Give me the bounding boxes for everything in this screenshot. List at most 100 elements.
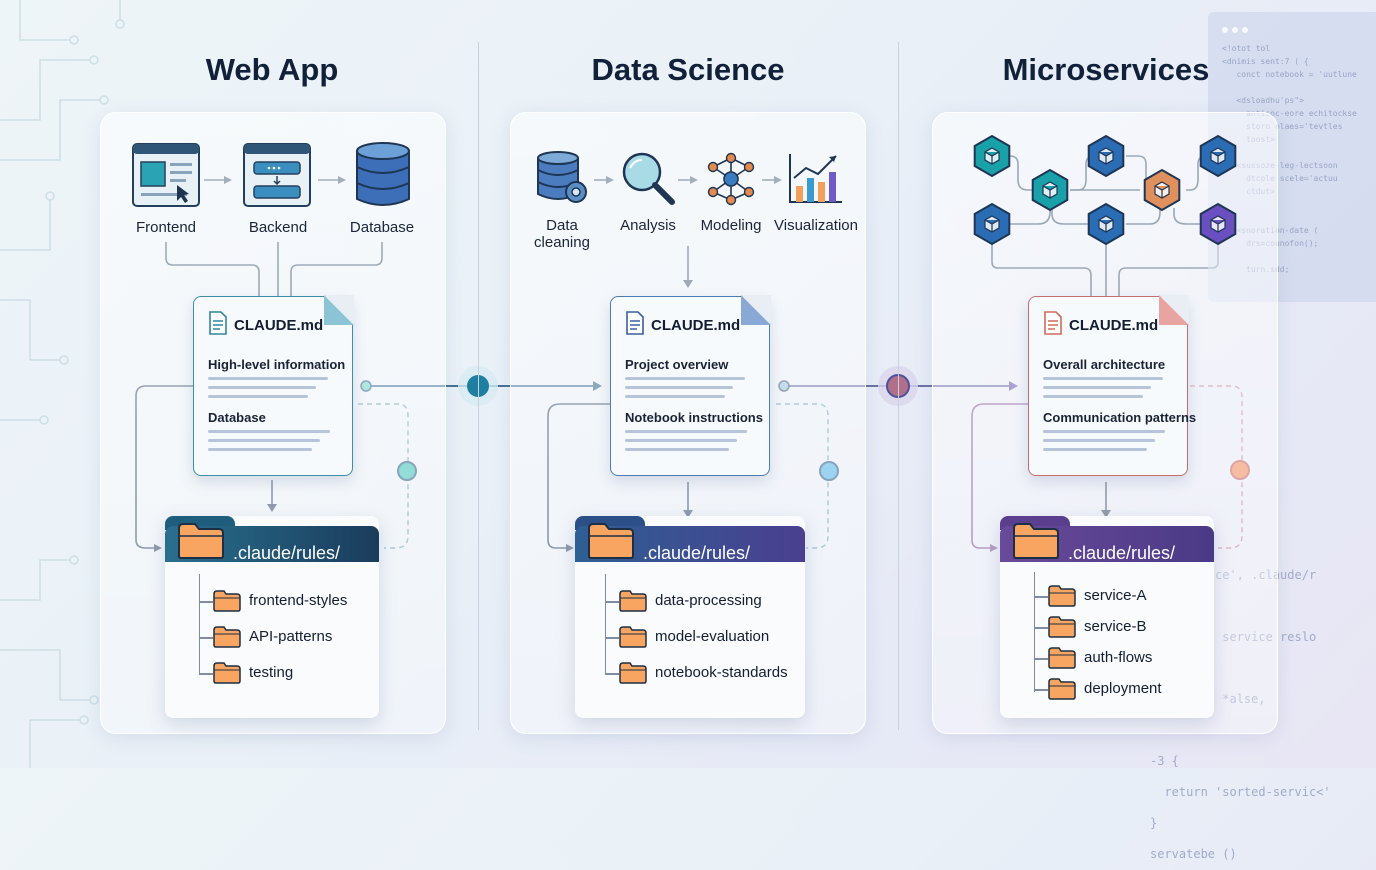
doc-section-heading: Project overview	[625, 357, 729, 372]
hexagon-cube-icon	[1087, 134, 1125, 178]
folder-icon	[213, 590, 241, 617]
claude-md-doc-web-app: CLAUDE.md High-level information Databas…	[193, 295, 354, 476]
folder-label: .claude/rules/	[1068, 543, 1176, 563]
tree-branch	[605, 673, 619, 675]
claude-md-doc-data-science: CLAUDE.md Project overview Notebook inst…	[610, 295, 771, 476]
hexagon-cube-icon	[1143, 168, 1181, 212]
folder-icon	[619, 662, 647, 689]
folder-icon	[1013, 523, 1059, 559]
folder-icon	[1048, 647, 1076, 674]
stage-label-visualization: Visualization	[774, 217, 858, 234]
doc-text-line	[208, 386, 316, 389]
folder-icon	[213, 626, 241, 653]
doc-text-line	[625, 395, 725, 398]
document-icon	[1044, 311, 1062, 335]
folder-icon	[1048, 678, 1076, 705]
doc-text-line	[1043, 395, 1143, 398]
folder-icon	[619, 590, 647, 617]
doc-title: CLAUDE.md	[234, 317, 324, 334]
database-icon	[356, 142, 410, 206]
rules-folder-microservices: .claude/rules/ service-A service-B auth-fl…	[1000, 516, 1214, 718]
hexagon-cube-icon	[973, 134, 1011, 178]
hexagon-cube-icon	[1199, 134, 1237, 178]
window-dots-icon	[1222, 20, 1252, 38]
stage-label-data-cleaning: Data cleaning	[534, 217, 590, 251]
doc-title: CLAUDE.md	[1069, 317, 1159, 334]
tree-branch	[1034, 627, 1048, 629]
hexagon-cube-icon	[1087, 202, 1125, 246]
rules-file-item[interactable]: auth-flows	[1084, 649, 1153, 666]
tree-branch	[605, 601, 619, 603]
document-icon	[209, 311, 227, 335]
doc-text-line	[1043, 448, 1147, 451]
browser-window-icon	[132, 143, 200, 207]
rules-file-item[interactable]: frontend-styles	[249, 592, 348, 609]
magnifier-icon	[622, 152, 675, 205]
rules-file-item[interactable]: testing	[249, 664, 294, 681]
tree-line	[605, 574, 606, 674]
hexagon-network	[973, 134, 1237, 246]
network-graph-icon	[707, 152, 755, 206]
stage-label-analysis: Analysis	[620, 217, 676, 234]
server-icon	[243, 143, 311, 207]
folder-label: .claude/rules/	[233, 543, 341, 563]
rules-file-item[interactable]: API-patterns	[249, 628, 333, 645]
tree-branch	[1034, 689, 1048, 691]
tree-line	[1034, 572, 1035, 692]
folder-icon	[588, 523, 634, 559]
doc-text-line	[625, 439, 737, 442]
stage-label-database: Database	[349, 219, 415, 236]
folder-icon	[178, 523, 224, 559]
column-title-web-app: Web App	[205, 52, 339, 87]
tree-line	[199, 574, 200, 674]
doc-section-heading: Database	[208, 410, 266, 425]
doc-text-line	[1043, 430, 1165, 433]
page-fold-icon	[324, 295, 354, 325]
doc-text-line	[625, 377, 745, 380]
column-divider	[478, 42, 479, 730]
stage-label-modeling: Modeling	[700, 217, 762, 234]
folder-label: .claude/rules/	[643, 543, 751, 563]
column-title-microservices: Microservices	[1002, 52, 1210, 87]
folder-icon	[213, 662, 241, 689]
doc-section-heading: Communication patterns	[1043, 410, 1197, 425]
doc-text-line	[1043, 386, 1151, 389]
hexagon-cube-icon	[1199, 202, 1237, 246]
hexagon-cube-icon	[973, 202, 1011, 246]
doc-title: CLAUDE.md	[651, 317, 741, 334]
bar-chart-icon	[789, 154, 842, 203]
rules-file-item[interactable]: notebook-standards	[655, 664, 788, 681]
doc-section-heading: High-level information	[208, 357, 346, 372]
tree-branch	[199, 673, 213, 675]
rules-file-item[interactable]: model-evaluation	[655, 628, 770, 645]
stage-label-backend: Backend	[248, 219, 308, 236]
rules-file-item[interactable]: deployment	[1084, 680, 1162, 697]
page-fold-icon	[741, 295, 771, 325]
hexagon-cube-icon	[1031, 168, 1069, 212]
page-fold-icon	[1159, 295, 1189, 325]
stage-label-frontend: Frontend	[135, 219, 197, 236]
rules-file-item[interactable]: service-A	[1084, 587, 1147, 604]
doc-text-line	[1043, 377, 1163, 380]
doc-text-line	[208, 430, 330, 433]
column-title-data-science: Data Science	[591, 52, 785, 87]
folder-icon	[1048, 585, 1076, 612]
doc-text-line	[625, 448, 729, 451]
rules-file-item[interactable]: service-B	[1084, 618, 1147, 635]
doc-text-line	[208, 377, 328, 380]
doc-section-heading: Overall architecture	[1043, 357, 1166, 372]
doc-text-line	[208, 395, 308, 398]
rules-folder-data-science: .claude/rules/ data-processing model-eval…	[575, 516, 805, 718]
rules-file-item[interactable]: data-processing	[655, 592, 762, 609]
folder-icon	[619, 626, 647, 653]
document-icon	[626, 311, 644, 335]
tree-branch	[605, 637, 619, 639]
gear-database-icon	[537, 151, 587, 203]
doc-text-line	[208, 448, 312, 451]
doc-section-heading: Notebook instructions	[625, 410, 763, 425]
claude-md-doc-microservices: CLAUDE.md Overall architecture Communica…	[1028, 295, 1196, 476]
doc-text-line	[1043, 439, 1155, 442]
tree-branch	[199, 637, 213, 639]
doc-text-line	[625, 386, 733, 389]
